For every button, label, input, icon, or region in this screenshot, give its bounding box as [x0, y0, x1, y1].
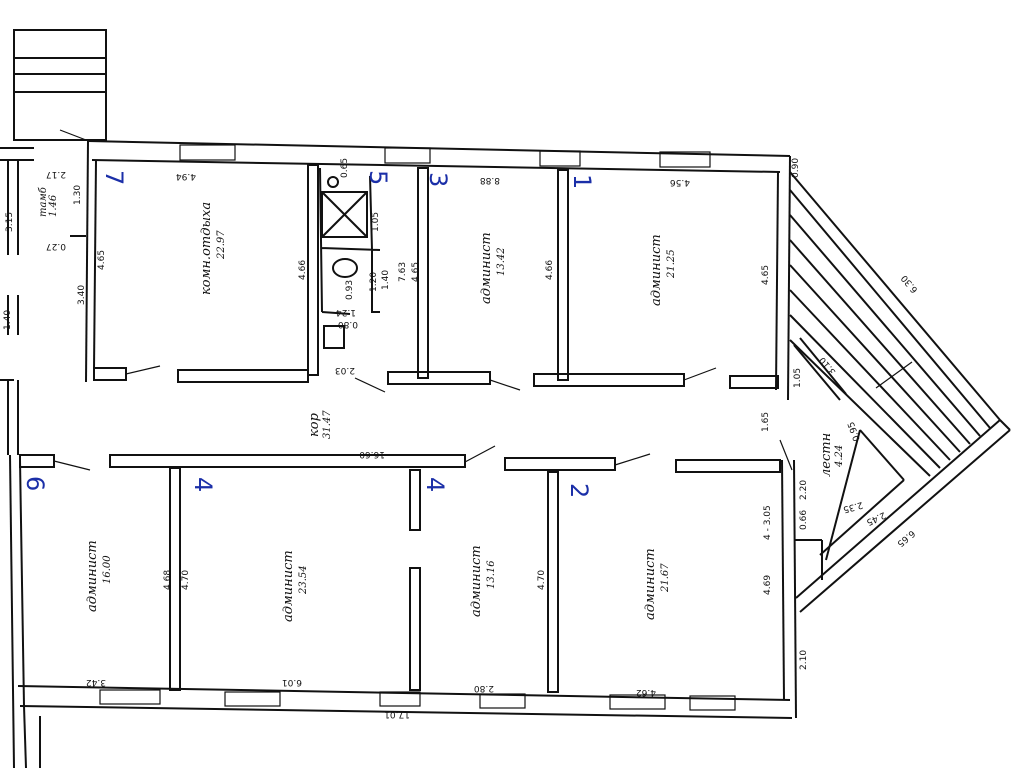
exterior-walls — [9, 140, 797, 768]
room-number-1: 1 — [568, 174, 596, 189]
dim-label: 3.40 — [77, 285, 87, 305]
dim-label: 1.05 — [793, 368, 803, 388]
dim-label: 4.66 — [545, 260, 555, 280]
room-number-6: 6 — [21, 476, 49, 491]
dim-label: 6.30 — [900, 273, 921, 295]
room-number-4-right: 4 — [421, 477, 449, 492]
dim-label: 4.69 — [763, 575, 773, 595]
room-area-vest: 1.46 — [48, 194, 59, 217]
dim-label: 2.17 — [46, 169, 66, 179]
room-area-adm6: 16.00 — [102, 555, 113, 584]
dim-label: 4.68 — [163, 570, 173, 590]
dim-label: 1.20 — [369, 272, 379, 292]
room-area-rest: 22.97 — [216, 230, 227, 260]
room-number-4-left: 4 — [189, 477, 217, 492]
interior-walls — [19, 164, 781, 693]
room-labels: комн.отдыха 22.97 админист 13.42 админис… — [38, 186, 845, 622]
dim-label: 1.65 — [761, 412, 771, 432]
dim-label: 6.01 — [282, 677, 302, 687]
dim-label: 1.40 — [3, 310, 13, 330]
room-name-stair: лестн — [819, 433, 834, 477]
dim-label: 8.88 — [480, 175, 500, 185]
room-area-corridor: 31.47 — [322, 410, 333, 439]
dim-label: 3.15 — [5, 212, 15, 232]
dim-label: 4.65 — [761, 265, 771, 285]
room-name-adm6: админист — [85, 540, 100, 612]
room-number-7: 7 — [100, 170, 128, 185]
room-area-adm3: 13.42 — [496, 247, 507, 276]
room-name-corridor: кор — [307, 412, 322, 437]
dim-label: 0.80 — [338, 319, 358, 329]
dim-label: 0.66 — [799, 510, 809, 530]
room-numbers: 7 5 3 1 6 4 4 2 — [21, 170, 596, 498]
room-area-adm4a: 23.54 — [298, 565, 309, 595]
dim-label: 3.42 — [86, 677, 106, 687]
room-name-adm4b: админист — [469, 545, 484, 617]
dim-label: 2.03 — [335, 365, 355, 375]
dim-label: 2.35 — [842, 499, 864, 514]
dim-label: 4.56 — [670, 177, 690, 187]
room-area-adm1: 21.25 — [666, 249, 677, 279]
dim-label: 2.80 — [474, 683, 494, 693]
dim-label: 0.65 — [340, 158, 350, 178]
dim-label: 2.20 — [799, 480, 809, 500]
door-swings — [53, 129, 793, 471]
dim-label: 4 - 3.05 — [763, 505, 773, 540]
room-name-adm4a: админист — [281, 550, 296, 622]
dim-label: 4.94 — [176, 171, 196, 181]
room-name-adm2: админист — [643, 548, 658, 620]
dim-label: 1.24 — [336, 307, 356, 317]
room-name-vest: тамб — [38, 186, 49, 217]
dim-label: 1.05 — [371, 212, 381, 232]
dim-label: 3.10 — [818, 355, 839, 377]
dim-label: 4.65 — [97, 250, 107, 270]
dim-label: 0.27 — [46, 241, 66, 251]
dim-label: 7.63 — [398, 262, 408, 282]
room-number-3: 3 — [424, 172, 452, 187]
room-name-adm3: админист — [479, 232, 494, 304]
dim-label: 6.65 — [895, 528, 917, 549]
dim-label: 4.62 — [636, 687, 656, 697]
dim-label: 2.10 — [799, 650, 809, 670]
room-name-rest: комн.отдыха — [199, 202, 214, 295]
room-area-adm4b: 13.16 — [486, 560, 497, 589]
dim-label: 1.30 — [73, 185, 83, 205]
room-area-adm2: 21.67 — [660, 563, 671, 593]
dim-label: 4.65 — [411, 262, 421, 282]
room-area-stair: 4.24 — [834, 445, 845, 468]
dim-label: 17.01 — [384, 709, 410, 719]
dim-label: 4.70 — [537, 570, 547, 590]
room-name-adm1: админист — [649, 234, 664, 306]
dim-label: 16.60 — [359, 449, 385, 459]
dim-label: 0.90 — [791, 158, 801, 178]
dim-label: 4.70 — [181, 570, 191, 590]
room-number-5: 5 — [364, 170, 392, 185]
dim-label: 4.66 — [298, 260, 308, 280]
room-number-2: 2 — [565, 483, 593, 498]
left-structures — [0, 29, 107, 455]
stair-structure — [789, 171, 1011, 613]
dim-label: 1.40 — [381, 270, 391, 290]
dim-label: 0.93 — [345, 280, 355, 300]
